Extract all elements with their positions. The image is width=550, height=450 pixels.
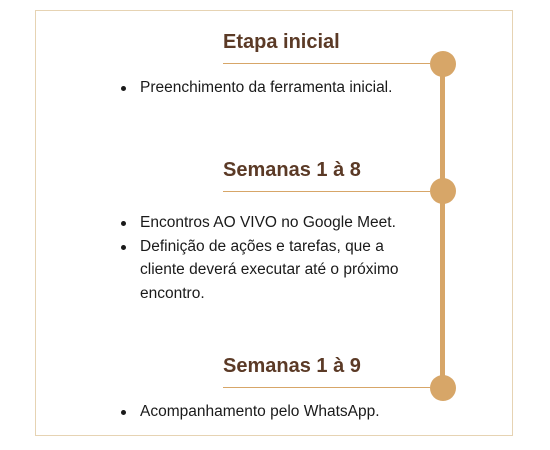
timeline-dot-2 xyxy=(430,178,456,204)
timeline-dot-1 xyxy=(430,51,456,77)
list-item: Acompanhamento pelo WhatsApp. xyxy=(118,400,418,424)
stage-list-2: Encontros AO VIVO no Google Meet. Defini… xyxy=(118,211,418,305)
stage-title-2: Semanas 1 à 8 xyxy=(223,159,361,181)
stage-connector-2 xyxy=(223,191,430,192)
stage-connector-1 xyxy=(223,63,430,64)
stage-connector-3 xyxy=(223,387,430,388)
list-item: Definição de ações e tarefas, que a clie… xyxy=(118,235,418,306)
stage-list-1: Preenchimento da ferramenta inicial. xyxy=(118,76,418,100)
diagram-frame xyxy=(35,10,513,436)
stage-title-3: Semanas 1 à 9 xyxy=(223,355,361,377)
stage-title-1: Etapa inicial xyxy=(223,31,340,53)
stage-list-3: Acompanhamento pelo WhatsApp. xyxy=(118,400,418,424)
list-item: Encontros AO VIVO no Google Meet. xyxy=(118,211,418,235)
timeline-line xyxy=(440,64,445,388)
list-item: Preenchimento da ferramenta inicial. xyxy=(118,76,418,100)
timeline-dot-3 xyxy=(430,375,456,401)
